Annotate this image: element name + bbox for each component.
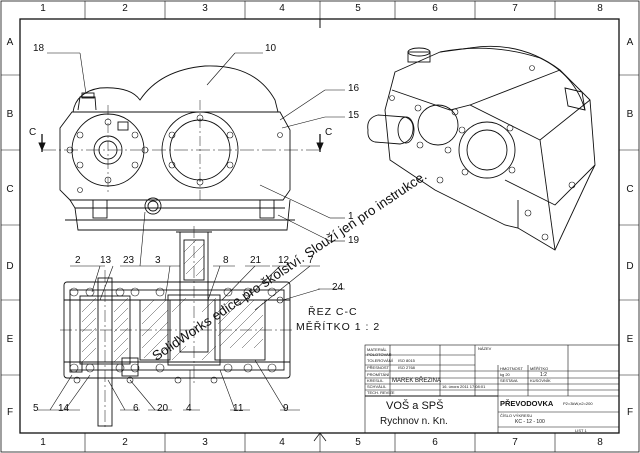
zone-row-label: D bbox=[626, 261, 634, 272]
tb-school-line2: Rychnov n. Kn. bbox=[380, 416, 448, 427]
callout-3: 3 bbox=[155, 255, 161, 266]
callout-24: 24 bbox=[332, 282, 344, 293]
zone-row-label: F bbox=[626, 407, 634, 418]
zone-col-label: 1 bbox=[40, 3, 46, 14]
callout-9: 9 bbox=[283, 403, 289, 414]
callout-16: 16 bbox=[348, 83, 360, 94]
tb-precision-value: ISO 2768 bbox=[398, 365, 415, 370]
callout-2: 2 bbox=[75, 255, 81, 266]
zone-row-label: E bbox=[6, 334, 14, 345]
zone-col-label: 7 bbox=[512, 3, 518, 14]
tb-drawing-spec: P2=3kW,n2=200 bbox=[563, 401, 593, 406]
callout-18: 18 bbox=[33, 43, 45, 54]
tb-drawing-number: KC - 12 - 100 bbox=[515, 419, 545, 425]
tb-label-polotovar: POLOTOVAR bbox=[367, 352, 392, 357]
callout-19: 19 bbox=[348, 235, 360, 246]
tb-label-tolerovani: TOLEROVÁNÍ bbox=[367, 358, 393, 363]
zone-row-label: B bbox=[626, 109, 634, 120]
section-mark-c-left: C bbox=[29, 127, 37, 138]
tb-label-promitani: PROMÍTÁNÍ bbox=[367, 372, 390, 377]
zone-col-label: 5 bbox=[355, 437, 361, 448]
zone-col-label: 6 bbox=[432, 437, 438, 448]
callout-15: 15 bbox=[348, 110, 360, 121]
isometric-view bbox=[367, 45, 596, 251]
tb-hmotnost-label: HMOTNOST bbox=[500, 366, 523, 371]
zone-col-label: 4 bbox=[279, 3, 285, 14]
section-view bbox=[60, 226, 295, 430]
callout-23: 23 bbox=[123, 255, 135, 266]
zone-col-label: 3 bbox=[202, 3, 208, 14]
tb-label-tech-revize: TECH. REVIZE bbox=[367, 390, 395, 395]
tb-tolerance-value: ISO 8015 bbox=[398, 358, 415, 363]
section-scale: MĚŘÍTKO 1 : 2 bbox=[296, 321, 381, 333]
tb-meritko-value: 1:2 bbox=[540, 372, 547, 378]
callout-10: 10 bbox=[265, 43, 277, 54]
zone-col-label: 1 bbox=[40, 437, 46, 448]
tb-date: 16. února 2011 17:08:01 bbox=[442, 384, 486, 389]
callout-14: 14 bbox=[58, 403, 70, 414]
callout-8: 8 bbox=[223, 255, 229, 266]
zone-col-label: 8 bbox=[597, 3, 603, 14]
zone-row-label: C bbox=[6, 184, 14, 195]
zone-row-label: C bbox=[626, 184, 634, 195]
tb-label-schvalil: SCHVÁLIL bbox=[367, 384, 387, 389]
callout-7: 7 bbox=[308, 255, 314, 266]
zone-row-label: A bbox=[6, 37, 14, 48]
zone-col-label: 7 bbox=[512, 437, 518, 448]
tb-nazev-label: NÁZEV bbox=[478, 346, 492, 351]
zone-col-label: 4 bbox=[279, 437, 285, 448]
tb-drawn-by: MAREK BŘEZINA bbox=[392, 378, 442, 384]
tb-label-kreslil: KRESLIL bbox=[367, 378, 384, 383]
leader-lines bbox=[38, 52, 345, 411]
zone-col-label: 3 bbox=[202, 437, 208, 448]
callout-6: 6 bbox=[133, 403, 139, 414]
tb-label-presnost: PŘESNOST bbox=[367, 365, 390, 370]
zone-row-label: E bbox=[626, 334, 634, 345]
zone-row-label: F bbox=[6, 407, 14, 418]
zone-row-label: D bbox=[6, 261, 14, 272]
callout-13: 13 bbox=[100, 255, 112, 266]
tb-school-line1: VOŠ a SPŠ bbox=[386, 400, 444, 412]
zone-col-label: 2 bbox=[122, 437, 128, 448]
section-title: ŘEZ C-C bbox=[308, 306, 358, 318]
tb-label-material: MATERIÁL bbox=[367, 347, 387, 352]
tb-cislo-label: ČÍSLO VÝKRESU bbox=[500, 413, 533, 418]
zone-col-label: 5 bbox=[355, 3, 361, 14]
callout-4: 4 bbox=[186, 403, 192, 414]
zone-row-label: B bbox=[6, 109, 14, 120]
callout-11: 11 bbox=[233, 403, 244, 414]
zone-col-label: 2 bbox=[122, 3, 128, 14]
front-view bbox=[38, 65, 324, 231]
zone-col-label: 6 bbox=[432, 3, 438, 14]
callout-5: 5 bbox=[33, 403, 39, 414]
title-block-lines bbox=[364, 344, 620, 434]
callout-1: 1 bbox=[348, 211, 354, 222]
tb-hmotnost-value: kg 20 bbox=[500, 372, 510, 377]
section-mark-c-right: C bbox=[325, 127, 333, 138]
callout-21: 21 bbox=[250, 255, 262, 266]
tb-list: LIST 1 bbox=[575, 428, 587, 433]
tb-kusovnik: KUSOVNÍK bbox=[530, 378, 551, 383]
zone-col-label: 8 bbox=[597, 437, 603, 448]
callout-12: 12 bbox=[278, 255, 290, 266]
tb-sestava: SESTAVA bbox=[500, 378, 518, 383]
zone-row-label: A bbox=[626, 37, 634, 48]
callout-20: 20 bbox=[157, 403, 169, 414]
tb-drawing-name: PŘEVODOVKA bbox=[500, 399, 554, 408]
tb-meritko-label: MĚŘÍTKO bbox=[530, 366, 549, 371]
